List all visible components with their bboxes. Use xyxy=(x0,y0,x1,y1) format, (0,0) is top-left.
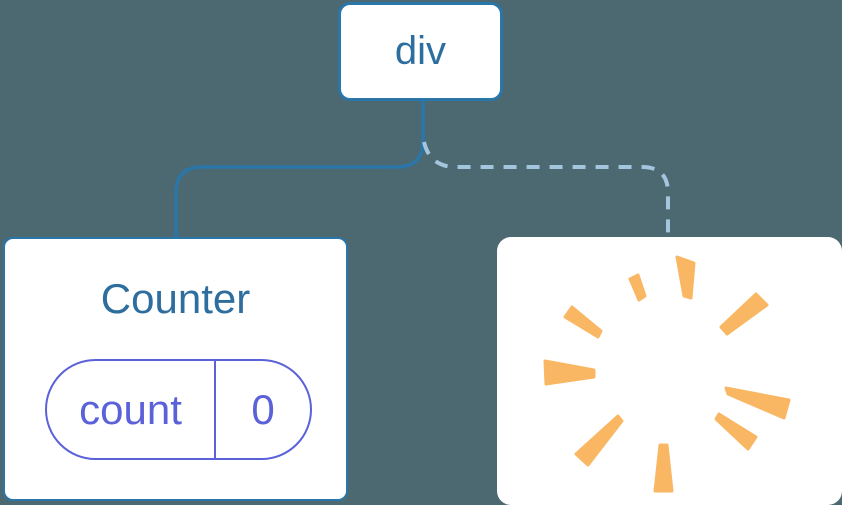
root-div-node: div xyxy=(338,2,503,101)
solid-edge-line xyxy=(174,101,425,238)
counter-node: Counter count 0 xyxy=(3,237,348,501)
root-div-label: div xyxy=(394,29,447,73)
counter-title: Counter xyxy=(100,275,251,322)
dashed-edge-line xyxy=(422,141,670,236)
state-pill: count 0 xyxy=(45,359,312,460)
removed-node xyxy=(497,237,842,505)
poof-icon xyxy=(543,255,791,493)
state-name-label: count xyxy=(79,385,182,433)
state-pill-divider xyxy=(214,361,216,458)
state-value-label: 0 xyxy=(251,385,275,433)
